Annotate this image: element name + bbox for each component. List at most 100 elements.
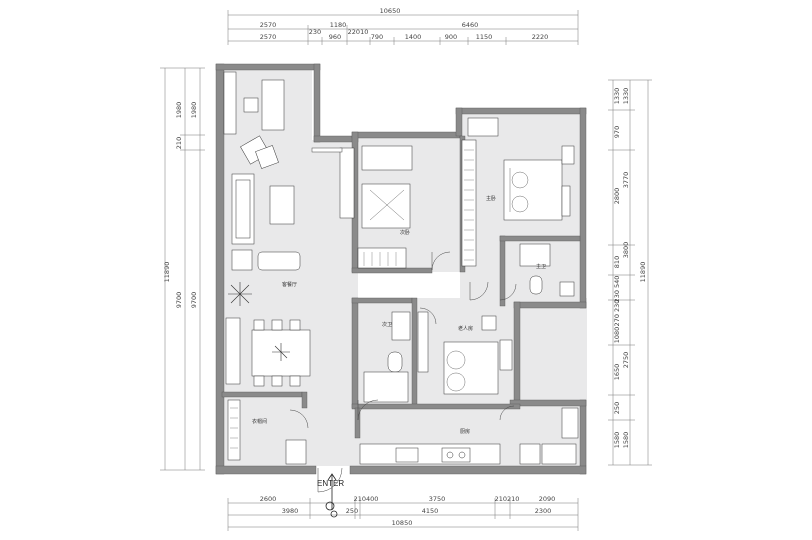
master-vanity	[467, 117, 499, 137]
dim-left-11890: 11890	[163, 262, 171, 283]
master-wardrobe	[461, 139, 477, 267]
dim-right-1580: 1580	[613, 432, 621, 449]
dim-top-r3-1: 960	[329, 33, 341, 41]
dim-right-1580b: 1580	[622, 432, 630, 449]
kitchen-sink	[395, 447, 419, 463]
dim-left-210: 210	[175, 137, 183, 149]
dim-bot-r1-3: 210210	[495, 495, 520, 503]
dim-top-r3-2: 790	[371, 33, 383, 41]
room-label-master-bedroom: 主卧	[486, 195, 496, 202]
doors	[289, 147, 517, 429]
master-bed	[503, 159, 563, 221]
right-dimensions	[608, 79, 652, 466]
shoe-cabinet	[285, 439, 307, 465]
dim-right-2750: 2750	[622, 352, 630, 369]
dining-flower-icon	[272, 343, 290, 361]
dim-bot-r1-4: 2090	[539, 495, 556, 503]
dim-bot-r2-1: 250	[346, 507, 358, 515]
top-dimensions	[227, 10, 579, 45]
bath-toilet	[387, 351, 403, 373]
dining-chairs	[253, 319, 301, 387]
dim-right-3800: 3800	[622, 242, 630, 259]
bottom-dimensions	[227, 498, 579, 531]
stove-burners	[446, 451, 466, 459]
second-wardrobe	[357, 247, 407, 269]
dim-right-230-540: 230 540	[613, 276, 621, 303]
closet-hatch	[230, 149, 474, 449]
wardrobe-left	[223, 71, 237, 135]
dim-right-2800: 2800	[613, 188, 621, 205]
dim-bot-r1-2: 3750	[429, 495, 446, 503]
bath-tub	[363, 371, 409, 403]
dim-bot-r2-3: 2300	[535, 507, 552, 515]
second-closet-left	[339, 147, 355, 219]
tv-stand	[257, 251, 301, 271]
dim-right-11890: 11890	[639, 262, 647, 283]
dim-top-total: 10650	[380, 7, 401, 15]
dim-top-r3-3: 1400	[405, 33, 422, 41]
chair	[243, 97, 259, 113]
dim-left-9700: 9700	[175, 292, 183, 309]
armchair	[255, 145, 279, 169]
dim-bot-total: 10850	[392, 519, 413, 527]
room-label-shared-bath: 次卫	[382, 321, 392, 328]
dim-bot-r2-2: 4150	[422, 507, 439, 515]
entrance-label: ENTER	[317, 479, 344, 488]
dim-left-9700b: 9700	[190, 292, 198, 309]
dim-top-230: 230	[309, 28, 321, 36]
kitchen-counter	[359, 443, 501, 465]
fridge	[519, 443, 541, 465]
bed-details	[369, 168, 529, 392]
left-dimensions	[160, 67, 205, 471]
kitchen-tall-cabinet	[561, 407, 579, 439]
dim-right-1080: 1080	[613, 327, 621, 344]
entrance-arrow-icon	[325, 473, 338, 518]
dim-right-1330b: 1330	[622, 88, 630, 105]
elder-desk	[481, 315, 497, 331]
dim-top-6460: 6460	[462, 21, 479, 29]
study-desk	[261, 79, 285, 131]
dim-bot-r1-0: 2600	[260, 495, 277, 503]
entrance: ENTER	[317, 467, 344, 518]
dim-bot-r1-1: 210400	[354, 495, 379, 503]
room-label-kitchen: 厨房	[460, 428, 470, 435]
cloakroom-shelf	[227, 399, 241, 461]
room-label-elder-room: 老人房	[458, 325, 473, 332]
room-label-cloakroom: 衣帽间	[252, 418, 267, 425]
sideboard	[225, 317, 241, 385]
dim-right-970: 970	[613, 126, 621, 138]
dim-top-r3-5: 1150	[476, 33, 493, 41]
room-label-second-bedroom: 次卧	[400, 229, 410, 236]
master-bath-shower	[519, 243, 551, 267]
elder-wardrobe	[417, 311, 429, 373]
entrance-door-swing	[317, 467, 343, 493]
dim-bot-r2-0: 3980	[282, 507, 299, 515]
dim-right-270-230: 270 230	[613, 300, 621, 327]
dim-right-3770: 3770	[622, 172, 630, 189]
dim-top-r3-6: 2220	[532, 33, 549, 41]
dim-top-r3-4: 900	[445, 33, 457, 41]
side-table	[231, 249, 253, 271]
master-bath-basin	[559, 281, 575, 297]
sofa-cushion	[235, 179, 251, 239]
dim-top-22010: 22010	[348, 28, 369, 36]
elder-nightstand	[499, 339, 513, 371]
dim-top-2570: 2570	[260, 21, 277, 29]
coffee-table	[269, 185, 295, 225]
dim-left-1980: 1980	[175, 102, 183, 119]
second-desk	[361, 145, 413, 171]
furniture	[223, 71, 579, 465]
kitchen-stove	[441, 447, 471, 463]
elder-bed	[443, 341, 499, 395]
dim-right-1650: 1650	[613, 364, 621, 381]
dim-top-1180: 1180	[330, 21, 347, 29]
dim-left-1980b: 1980	[190, 102, 198, 119]
dim-right-810: 810	[613, 256, 621, 268]
plant-icon	[228, 282, 252, 306]
dim-top-r3-0: 2570	[260, 33, 277, 41]
dim-right-1330: 1330	[613, 88, 621, 105]
master-nightstand	[561, 145, 575, 165]
dim-right-250: 250	[613, 402, 621, 414]
room-label-living-dining: 客餐厅	[282, 281, 297, 288]
